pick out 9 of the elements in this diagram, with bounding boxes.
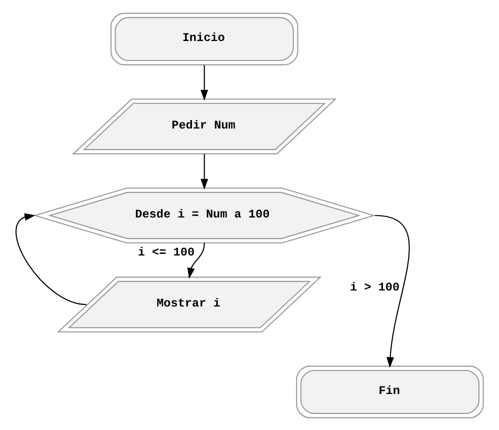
edge-label: i <= 100 xyxy=(138,244,195,259)
edge-label: i > 100 xyxy=(350,280,400,294)
arrow xyxy=(374,214,410,368)
arrow xyxy=(200,64,208,100)
arrow xyxy=(200,154,208,190)
arrow xyxy=(16,212,86,305)
node-box: Inicio xyxy=(110,12,298,65)
node-box: Fin xyxy=(296,365,484,418)
arrow xyxy=(187,242,205,278)
